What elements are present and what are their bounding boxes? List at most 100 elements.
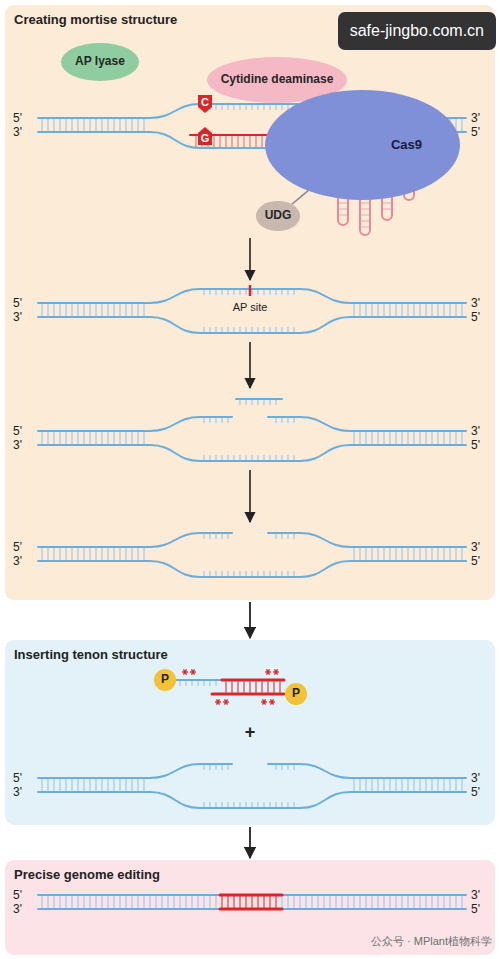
base-tick	[221, 290, 222, 295]
base-tick	[353, 304, 354, 316]
base-tick	[59, 779, 60, 791]
base-tick	[113, 432, 114, 444]
flow-arrow	[249, 602, 251, 638]
rna-pair-tick	[249, 136, 250, 147]
base-tick	[77, 119, 78, 131]
base-tick	[149, 896, 150, 908]
base-tick	[359, 432, 360, 444]
modification-star	[267, 669, 270, 674]
base-tick	[245, 327, 246, 332]
base-tick	[143, 779, 144, 791]
base-tick	[53, 432, 54, 444]
base-tick	[83, 548, 84, 560]
base-tick	[395, 779, 396, 791]
base-tick	[425, 432, 426, 444]
base-tick	[101, 779, 102, 791]
dna-strand	[38, 908, 466, 910]
hairpin-rung	[361, 226, 369, 227]
base-tick	[281, 327, 282, 332]
base-tick	[197, 896, 198, 908]
modification-star	[190, 671, 196, 672]
base-tick	[77, 304, 78, 316]
base-tick	[65, 119, 66, 131]
base-tick	[275, 896, 276, 908]
base-tick	[131, 896, 132, 908]
base-tick	[137, 548, 138, 560]
base-tick	[227, 765, 228, 770]
base-tick	[353, 779, 354, 791]
base-tick	[233, 571, 234, 576]
strand-end-label: 5'	[471, 310, 480, 324]
base-tick	[269, 105, 270, 110]
base-tick	[95, 304, 96, 316]
marker-fill	[198, 95, 212, 113]
hairpin-rung	[361, 220, 369, 221]
base-tick	[245, 802, 246, 807]
base-tick	[131, 304, 132, 316]
base-tick	[449, 896, 450, 908]
base-tick	[263, 571, 264, 576]
base-tick	[215, 534, 216, 539]
base-tick	[89, 432, 90, 444]
base-tick	[389, 896, 390, 908]
base-tick	[131, 548, 132, 560]
base-tick	[413, 432, 414, 444]
base-tick	[461, 432, 462, 444]
hairpin-rung	[339, 202, 347, 203]
base-tick	[245, 455, 246, 460]
site-label: AP site	[231, 301, 270, 314]
base-tick	[245, 400, 246, 405]
base-tick	[191, 896, 192, 908]
base-tick	[215, 765, 216, 770]
dna-duplex	[38, 399, 466, 461]
base-tick	[449, 304, 450, 316]
base-tick	[221, 105, 222, 110]
modification-star	[267, 669, 270, 674]
base-tick	[131, 432, 132, 444]
base-tick	[113, 304, 114, 316]
base-tick	[41, 896, 42, 908]
modification-star	[263, 699, 266, 704]
base-tick	[245, 571, 246, 576]
base-tick	[95, 432, 96, 444]
base-tick	[143, 548, 144, 560]
modification-star	[184, 669, 187, 674]
base-tick	[221, 418, 222, 423]
base-tick	[419, 896, 420, 908]
base-tick	[425, 779, 426, 791]
base-tick	[59, 548, 60, 560]
watermark: 公众号 · MPlant植物科学	[371, 935, 492, 948]
modification-star	[192, 669, 195, 674]
base-tick	[443, 779, 444, 791]
base-tick	[275, 802, 276, 807]
base-tick	[245, 896, 246, 908]
base-tick	[83, 779, 84, 791]
base-marker: C	[198, 95, 212, 113]
enzyme-blob: UDG	[256, 201, 301, 231]
base-tick	[275, 418, 276, 423]
base-tick	[107, 304, 108, 316]
base-tick	[257, 400, 258, 405]
insert-rung	[267, 681, 268, 693]
dna-strand	[38, 894, 466, 896]
base-tick	[209, 765, 210, 770]
base-tick	[461, 119, 462, 131]
base-tick	[179, 681, 180, 686]
base-tick	[455, 304, 456, 316]
node-label: Cas9	[391, 138, 422, 153]
base-tick	[305, 896, 306, 908]
base-tick	[233, 455, 234, 460]
base-tick	[269, 571, 270, 576]
base-tick	[83, 896, 84, 908]
panel-ground	[5, 5, 495, 600]
base-tick	[431, 896, 432, 908]
insert-rung	[261, 681, 262, 693]
base-tick	[185, 681, 186, 686]
base-tick	[437, 432, 438, 444]
base-tick	[137, 896, 138, 908]
modification-star	[223, 701, 229, 702]
base-tick	[377, 304, 378, 316]
modification-star	[217, 699, 220, 704]
base-tick	[227, 455, 228, 460]
